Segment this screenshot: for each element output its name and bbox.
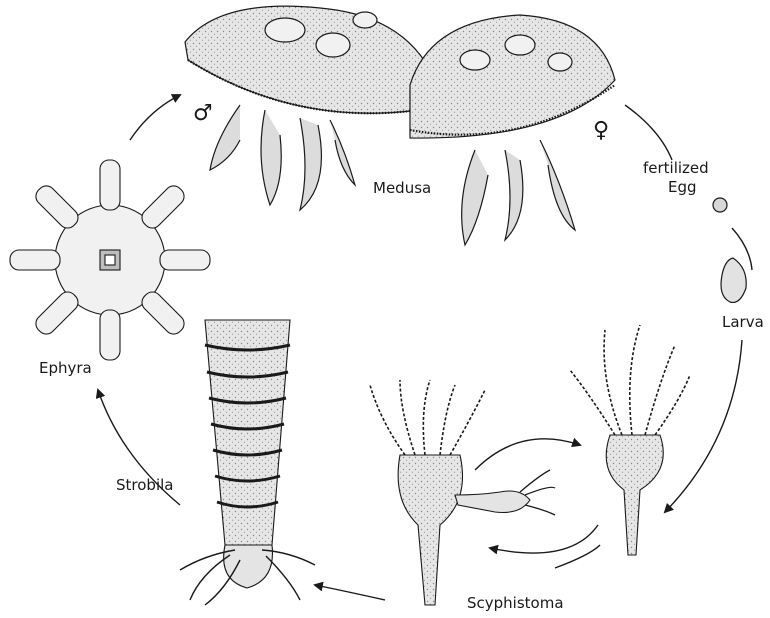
arrow-scyphistoma-cycle-bottom [490,525,598,553]
label-strobila: Strobila [116,476,173,494]
medusa-female-illustration [410,15,615,245]
larva-illustration [721,258,746,302]
egg-illustration [713,198,727,212]
label-scyphistoma: Scyphistoma [467,594,564,612]
arrow-scyphistoma-line [555,545,600,568]
label-ephyra: Ephyra [39,359,92,377]
label-female-symbol: ♀ [593,118,609,143]
label-egg-line1: fertilized [643,159,709,177]
scyphistoma-right-illustration [570,325,690,555]
label-male-symbol: ♂ [193,101,213,126]
label-larva: Larva [722,313,764,331]
strobila-illustration [180,320,315,605]
arrow-scyphistoma-cycle-top [475,439,580,470]
label-egg-line2: Egg [668,178,697,196]
arrow-larva-to-scyphistoma [665,340,742,512]
arrow-ephyra-to-medusa [130,95,180,140]
arrow-scyphistoma-to-strobila [315,585,385,600]
scyphistoma-left-illustration [370,380,555,605]
label-medusa: Medusa [373,179,431,197]
arrow-medusa-to-egg [625,105,672,160]
